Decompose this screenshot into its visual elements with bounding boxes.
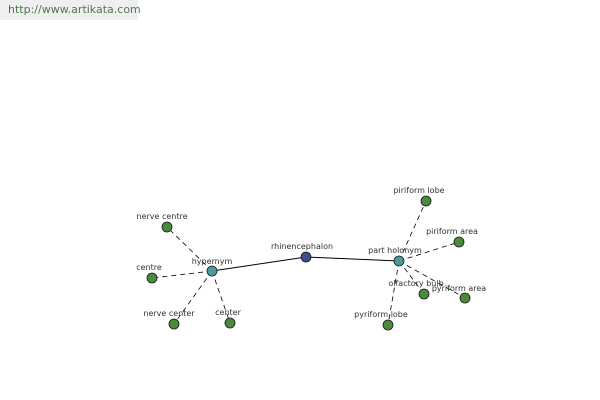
label-pyriform-area[interactable]: pyriform area [432,284,486,293]
label-olfactory-bulb[interactable]: olfactory bulb [388,279,443,288]
node-piriform-lobe[interactable] [420,195,432,207]
edge-part-holonym-pyriform-area [398,260,466,299]
label-rhinencephalon[interactable]: rhinencephalon [271,242,333,251]
node-nerve-centre[interactable] [161,221,173,233]
edge-hypernym-center [211,270,231,324]
label-nerve-centre[interactable]: nerve centre [136,212,187,221]
node-part-holonym[interactable] [393,255,405,267]
node-rhinencephalon[interactable] [300,251,312,263]
node-pyriform-lobe[interactable] [382,319,394,331]
node-piriform-area[interactable] [453,236,465,248]
label-piriform-lobe[interactable]: piriform lobe [393,186,444,195]
edges-layer [151,200,466,326]
node-center[interactable] [224,317,236,329]
label-piriform-area[interactable]: piriform area [426,227,478,236]
edge-hypernym-centre [151,270,213,279]
node-pyriform-area[interactable] [459,292,471,304]
edge-rhinencephalon-hypernym [211,256,307,272]
label-part-holonym[interactable]: part holonym [368,246,422,255]
label-center[interactable]: center [215,308,241,317]
watermark-url: http://www.artikata.com [0,0,141,20]
label-hypernym[interactable]: hypernym [192,257,233,266]
label-nerve-center[interactable]: nerve center [143,309,195,318]
edge-part-holonym-piriform-lobe [398,200,427,262]
edge-part-holonym-olfactory-bulb [398,260,425,295]
edge-hypernym-nerve-centre [166,226,213,272]
node-olfactory-bulb[interactable] [418,288,430,300]
edge-rhinencephalon-part-holonym [305,256,400,262]
node-nerve-center[interactable] [168,318,180,330]
label-pyriform-lobe[interactable]: pyriform lobe [354,310,408,319]
labels-layer: rhinencephalon hypernym part holonym nerve … [136,186,486,319]
label-centre[interactable]: centre [136,263,162,272]
nodes-layer [146,195,471,331]
edge-part-holonym-pyriform-lobe [387,260,400,326]
edge-part-holonym-piriform-area [398,241,460,262]
node-hypernym[interactable] [206,265,218,277]
edge-hypernym-nerve-center [173,270,213,325]
node-centre[interactable] [146,272,158,284]
